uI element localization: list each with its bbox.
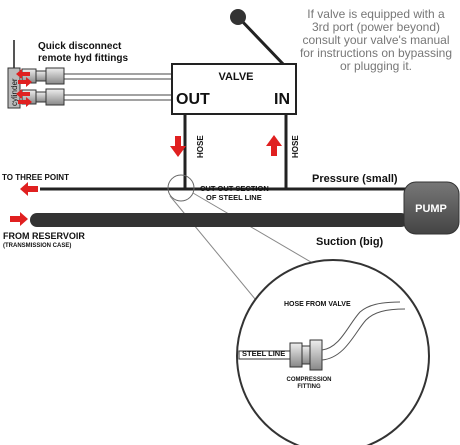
fitting-lower-neck	[35, 91, 47, 103]
reservoir-label-line-2: (TRANSMISSION CASE)	[3, 243, 71, 249]
note-line-1: If valve is equipped with a	[307, 7, 445, 21]
out-hose-label: HOSE	[196, 135, 205, 158]
suction-label: Suction (big)	[316, 236, 384, 248]
three-point-label: TO THREE POINT	[2, 173, 69, 182]
valve: VALVE OUT IN	[171, 63, 297, 115]
fitting-upper-body	[45, 67, 65, 85]
pressure-line: TO THREE POINT Pressure (small) CUT OUT …	[2, 173, 406, 202]
fitting-upper-neck	[35, 70, 47, 82]
note-line-2: 3rd port (power beyond)	[312, 20, 440, 34]
cylinder-label: cylinder	[10, 78, 19, 106]
fitting-upper-arrow-out-icon	[18, 77, 32, 87]
compression-label-line-1: COMPRESSION	[286, 377, 331, 383]
detail-hose-lower	[321, 308, 406, 361]
fitting-lower-arrow-in-icon	[16, 89, 30, 99]
detail-fitting-body	[301, 345, 311, 365]
note-line-5: or plugging it.	[340, 59, 412, 73]
note-line-3: consult your valve's manual	[302, 33, 449, 47]
lever-knob	[230, 9, 246, 25]
suction-line-pipe	[30, 213, 408, 227]
cylinder-body	[7, 67, 21, 109]
in-hose-arrow-up-icon	[266, 135, 282, 156]
reservoir-label-line-1: FROM RESERVOIR	[3, 231, 85, 241]
valve-hoses: HOSE HOSE	[170, 114, 300, 188]
out-hose-arrow-down-icon	[170, 136, 186, 157]
magnifier-line-left	[169, 195, 261, 306]
steel-line-label: STEEL LINE	[242, 349, 285, 358]
lever-arm	[237, 16, 287, 68]
in-hose-label: HOSE	[291, 135, 300, 158]
hose-from-valve-label: HOSE FROM VALVE	[284, 301, 351, 308]
detail-fitting-hex	[309, 339, 323, 371]
remote-hoses	[64, 73, 172, 101]
power-beyond-note: If valve is equipped with a 3rd port (po…	[300, 7, 452, 73]
pump: PUMP	[403, 181, 460, 235]
cylinder: cylinder	[7, 40, 21, 109]
suction-line: FROM RESERVOIR (TRANSMISSION CASE) Sucti…	[3, 212, 408, 249]
detail-circle	[236, 259, 430, 445]
cutout-label-line-2: OF STEEL LINE	[206, 193, 262, 202]
valve-title: VALVE	[218, 71, 253, 83]
fittings-title-line-2: remote hyd fittings	[38, 53, 128, 64]
pressure-label: Pressure (small)	[312, 173, 398, 185]
fitting-upper-arrow-in-icon	[16, 69, 30, 79]
fittings-title-line-1: Quick disconnect	[38, 41, 122, 52]
cutout-circle	[167, 174, 195, 202]
valve-lever	[230, 9, 287, 68]
note-line-4: for instructions on bypassing	[300, 46, 452, 60]
detail-hose-upper	[321, 301, 401, 351]
three-point-arrow-icon	[20, 182, 38, 196]
quick-disconnect-fitting-lower	[16, 88, 65, 107]
fitting-lower-body	[45, 88, 65, 106]
reservoir-arrow-icon	[10, 212, 28, 226]
valve-out-label: OUT	[176, 91, 210, 108]
compression-label-line-2: FITTING	[297, 384, 321, 390]
pump-body	[403, 181, 460, 235]
fitting-lower-arrow-out-icon	[18, 97, 32, 107]
pump-label: PUMP	[415, 203, 447, 215]
quick-disconnect-fitting-upper	[16, 67, 65, 87]
cutout-label-line-1: CUT OUT SECTION	[200, 184, 269, 193]
valve-in-label: IN	[274, 91, 290, 108]
detail-view: HOSE FROM VALVE STEEL LINE COMPRESSION F…	[236, 259, 430, 445]
detail-fitting-nut	[289, 342, 303, 368]
valve-body	[171, 63, 297, 115]
